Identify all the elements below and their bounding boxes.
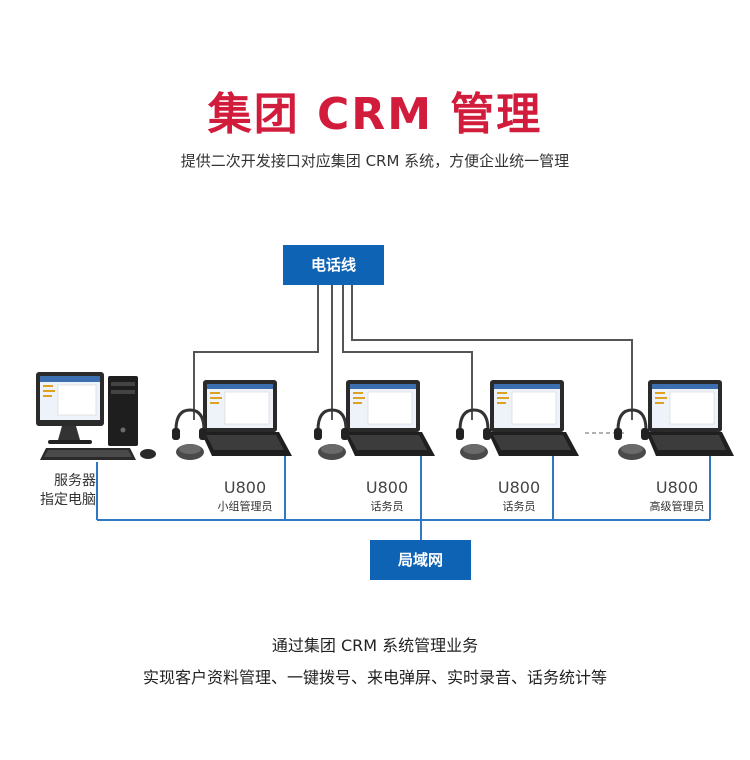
footer-line-1: 通过集团 CRM 系统管理业务 [271,636,479,655]
footer-line-2: 实现客户资料管理、一键拨号、来电弹屏、实时录音、话务统计等 [142,668,607,687]
phone-line-3 [342,283,473,420]
terminal-3-label: U800 话务员 [484,478,554,514]
terminal-2-label: U800 话务员 [352,478,422,514]
terminal-2-laptop-icon [344,380,435,456]
lan-box: 局域网 [370,540,471,580]
lan-lines [96,455,711,546]
page-subtitle: 提供二次开发接口对应集团 CRM 系统，方便企业统一管理 [180,152,570,170]
terminal-3-laptop-icon [488,380,579,456]
terminal-4-role: 高级管理员 [649,500,705,513]
terminal-1-laptop-icon [201,380,292,456]
phone-line-4 [351,283,633,420]
phone-line-1 [193,283,319,420]
server-computer-icon [36,372,156,460]
terminal-3-model: U800 [497,478,541,497]
terminal-2-model: U800 [365,478,409,497]
terminal-4-label: U800 高级管理员 [640,478,714,514]
terminal-3-role: 话务员 [502,500,536,513]
server-label-line1: 服务器 [54,473,96,489]
terminal-1-role: 小组管理员 [217,500,273,513]
terminal-4-model: U800 [655,478,699,497]
terminal-4-headset-icon [614,408,649,460]
terminal-1-model: U800 [223,478,267,497]
terminal-3-headset-icon [456,408,491,460]
phone-line-box: 电话线 [283,245,384,285]
server-label: 服务器 指定电脑 [20,472,96,510]
page-title: 集团 CRM 管理 [207,89,543,140]
server-label-line2: 指定电脑 [40,492,96,508]
terminal-1-headset-icon [172,408,207,460]
phone-lines [193,283,633,420]
terminal-1-label: U800 小组管理员 [210,478,280,514]
terminal-4-laptop-icon [646,380,734,456]
terminal-2-role: 话务员 [370,500,404,513]
terminal-2-headset-icon [314,408,349,460]
